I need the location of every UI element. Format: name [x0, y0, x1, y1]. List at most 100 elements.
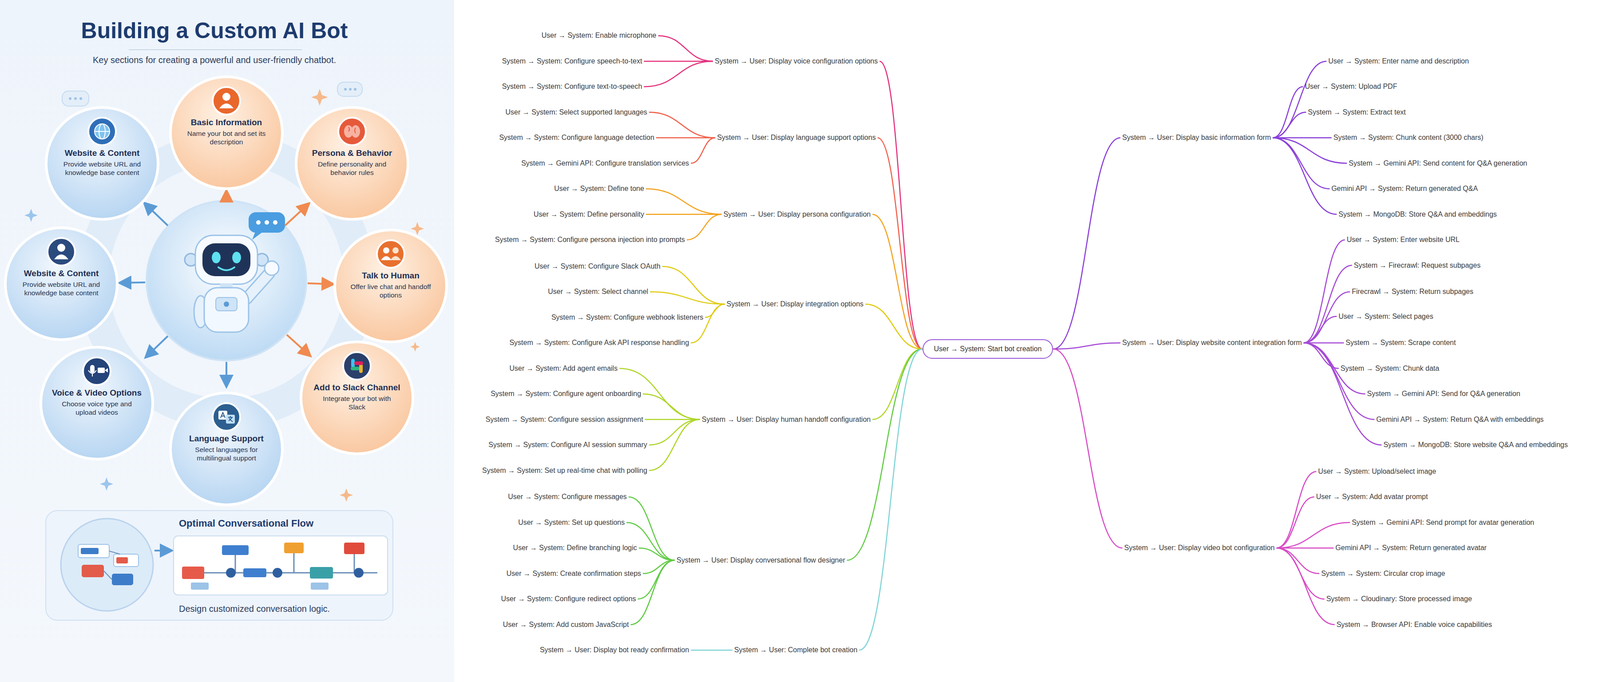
node-text: System → User: Complete bot creation	[734, 645, 858, 655]
step-node: User → System: Select channel	[546, 286, 650, 298]
branch-line	[1303, 342, 1339, 369]
step-node: System → System: Configure webhook liste…	[549, 312, 705, 323]
branch-line	[645, 213, 722, 215]
node-text: System → Gemini API: Send for Q&A genera…	[1366, 389, 1521, 399]
circle-heading: Voice & Video Options	[51, 388, 142, 398]
subtitle: Key sections for creating a powerful and…	[0, 55, 429, 66]
branch-line	[645, 188, 722, 214]
branch-line	[637, 560, 675, 599]
diagram-title: Building a Custom AI Bot	[0, 17, 429, 44]
node-text: System → Gemini API: Send prompt for ava…	[1351, 518, 1535, 527]
node-text: User → System: Configure messages	[507, 492, 627, 502]
step-node: System → User: Display bot ready confirm…	[538, 644, 691, 656]
circle-heading: Website & Content	[64, 148, 140, 159]
step-node: System → System: Configure AI session su…	[486, 439, 649, 451]
branch-line	[1276, 547, 1334, 549]
circle-description: Name your bot and set its description	[185, 129, 268, 147]
section-circle: Website & ContentProvide website URL and…	[5, 227, 118, 340]
node-text: User → System: Create confirmation steps	[506, 569, 642, 579]
step-node: User → System: Configure Slack OAuth	[532, 261, 663, 272]
step-node: Gemini API → System: Return Q&A with emb…	[1374, 414, 1546, 425]
step-node: System → System: Extract text	[1306, 106, 1408, 118]
branch-node: System → User: Complete bot creation	[732, 644, 860, 656]
step-node: User → System: Add custom JavaScript	[501, 619, 631, 630]
node-text: User → System: Configure redirect option…	[500, 594, 636, 604]
step-node: User → System: Enter website URL	[1344, 234, 1462, 246]
circle-heading: Website & Content	[23, 268, 100, 279]
node-text: User → System: Define personality	[533, 209, 645, 219]
branch-node: System → User: Display persona configura…	[721, 209, 873, 220]
section-circle: Website & ContentProvide website URL and…	[46, 107, 159, 220]
branch-node: System → User: Display video bot configu…	[1122, 542, 1277, 554]
node-text: System → User: Display language support …	[716, 133, 876, 143]
node-text: System → System: Configure persona injec…	[495, 235, 686, 245]
node-text: System → MongoDB: Store Q&A and embeddin…	[1338, 209, 1498, 219]
node-text: User → System: Define branching logic	[513, 543, 638, 553]
flow-box: Optimal Conversational FlowDesign custom…	[45, 510, 393, 621]
branch-node: System → User: Display website content i…	[1120, 337, 1304, 349]
node-text: User → System: Enable microphone	[541, 31, 657, 40]
step-node: Gemini API → System: Return generated Q&…	[1329, 183, 1480, 195]
section-circle: Voice & Video OptionsChoose voice type a…	[40, 347, 153, 460]
box-heading: Optimal Conversational Flow	[178, 517, 385, 530]
branch-line	[645, 418, 701, 420]
section-circle: Basic InformationName your bot and set i…	[170, 76, 283, 189]
node-text: System → System: Configure webhook liste…	[551, 312, 704, 322]
circle-description: Provide website URL and knowledge base c…	[19, 280, 103, 298]
step-node: User → System: Define branching logic	[511, 542, 639, 554]
node-text: System → System: Set up real-time chat w…	[482, 466, 648, 476]
branch-line	[1303, 239, 1345, 343]
step-node: User → System: Upload/select image	[1316, 466, 1438, 477]
circle-description: Provide website URL and knowledge base c…	[60, 160, 144, 177]
branch-line	[690, 137, 716, 163]
step-node: System → MongoDB: Store Q&A and embeddin…	[1336, 209, 1499, 220]
section-circle: Add to Slack ChannelIntegrate your bot w…	[300, 341, 413, 454]
branch-line	[1053, 342, 1121, 349]
node-text: System → Gemini API: Send content for Q&…	[1348, 158, 1528, 168]
node-text: Gemini API → System: Return generated Q&…	[1331, 184, 1478, 194]
step-node: System → Gemini API: Configure translati…	[519, 158, 691, 169]
circle-description: Select languages for multilingual suppor…	[185, 445, 268, 463]
branch-line	[642, 393, 701, 420]
circle-heading: Persona & Behavior	[312, 148, 393, 159]
step-node: System → Gemini API: Send prompt for ava…	[1350, 517, 1537, 528]
branch-line	[1276, 496, 1315, 548]
step-node: System → Browser API: Enable voice capab…	[1334, 619, 1494, 630]
step-node: Gemini API → System: Return generated av…	[1333, 542, 1489, 554]
branch-line	[638, 547, 675, 561]
node-text: User → System: Select supported language…	[505, 107, 648, 117]
step-node: System → System: Chunk content (3000 cha…	[1331, 132, 1486, 143]
branch-line	[1276, 547, 1335, 625]
step-node: User → System: Upload PDF	[1302, 81, 1399, 92]
node-text: Firecrawl → System: Return subpages	[1351, 287, 1474, 297]
step-node: System → System: Configure session assig…	[483, 414, 646, 425]
node-text: User → System: Add agent emails	[509, 364, 618, 373]
circle-description: Define personality and behavior rules	[310, 160, 394, 177]
step-node: User → System: Set up questions	[516, 517, 627, 528]
step-node: System → System: Configure text-to-speec…	[500, 81, 645, 92]
step-node: User → System: Enable microphone	[539, 30, 659, 41]
node-text: User → System: Upload PDF	[1304, 82, 1398, 92]
node-text: System → User: Display basic information…	[1122, 133, 1272, 143]
circle-description: Choose voice type and upload videos	[55, 400, 139, 417]
step-node: System → Gemini API: Send content for Q&…	[1346, 158, 1529, 169]
step-node: User → System: Select supported language…	[503, 106, 650, 118]
node-text: System → User: Display voice configurati…	[714, 56, 878, 66]
circle-heading: Talk to Human	[361, 270, 420, 281]
node-text: System → System: Configure speech-to-tex…	[502, 56, 643, 66]
branch-node: System → User: Display integration optio…	[724, 298, 866, 310]
node-text: System → User: Display video bot configu…	[1124, 543, 1275, 553]
node-text: System → System: Chunk content (3000 cha…	[1333, 133, 1484, 143]
node-text: System → System: Extract text	[1307, 107, 1406, 117]
section-circle: Talk to HumanOffer live chat and handoff…	[334, 229, 447, 342]
branch-line	[690, 304, 725, 343]
step-node: System → Firecrawl: Request subpages	[1351, 260, 1482, 271]
step-node: System → Cloudinary: Store processed ima…	[1324, 593, 1474, 605]
node-text: System → System: Configure AI session su…	[488, 440, 647, 450]
node-text: System → User: Display integration optio…	[726, 299, 864, 309]
node-text: User → System: Select pages	[1338, 312, 1434, 321]
step-node: User → System: Add avatar prompt	[1314, 491, 1430, 503]
branch-line	[658, 35, 714, 61]
node-text: System → System: Configure agent onboard…	[490, 389, 642, 399]
step-node: System → System: Configure speech-to-tex…	[500, 55, 645, 67]
